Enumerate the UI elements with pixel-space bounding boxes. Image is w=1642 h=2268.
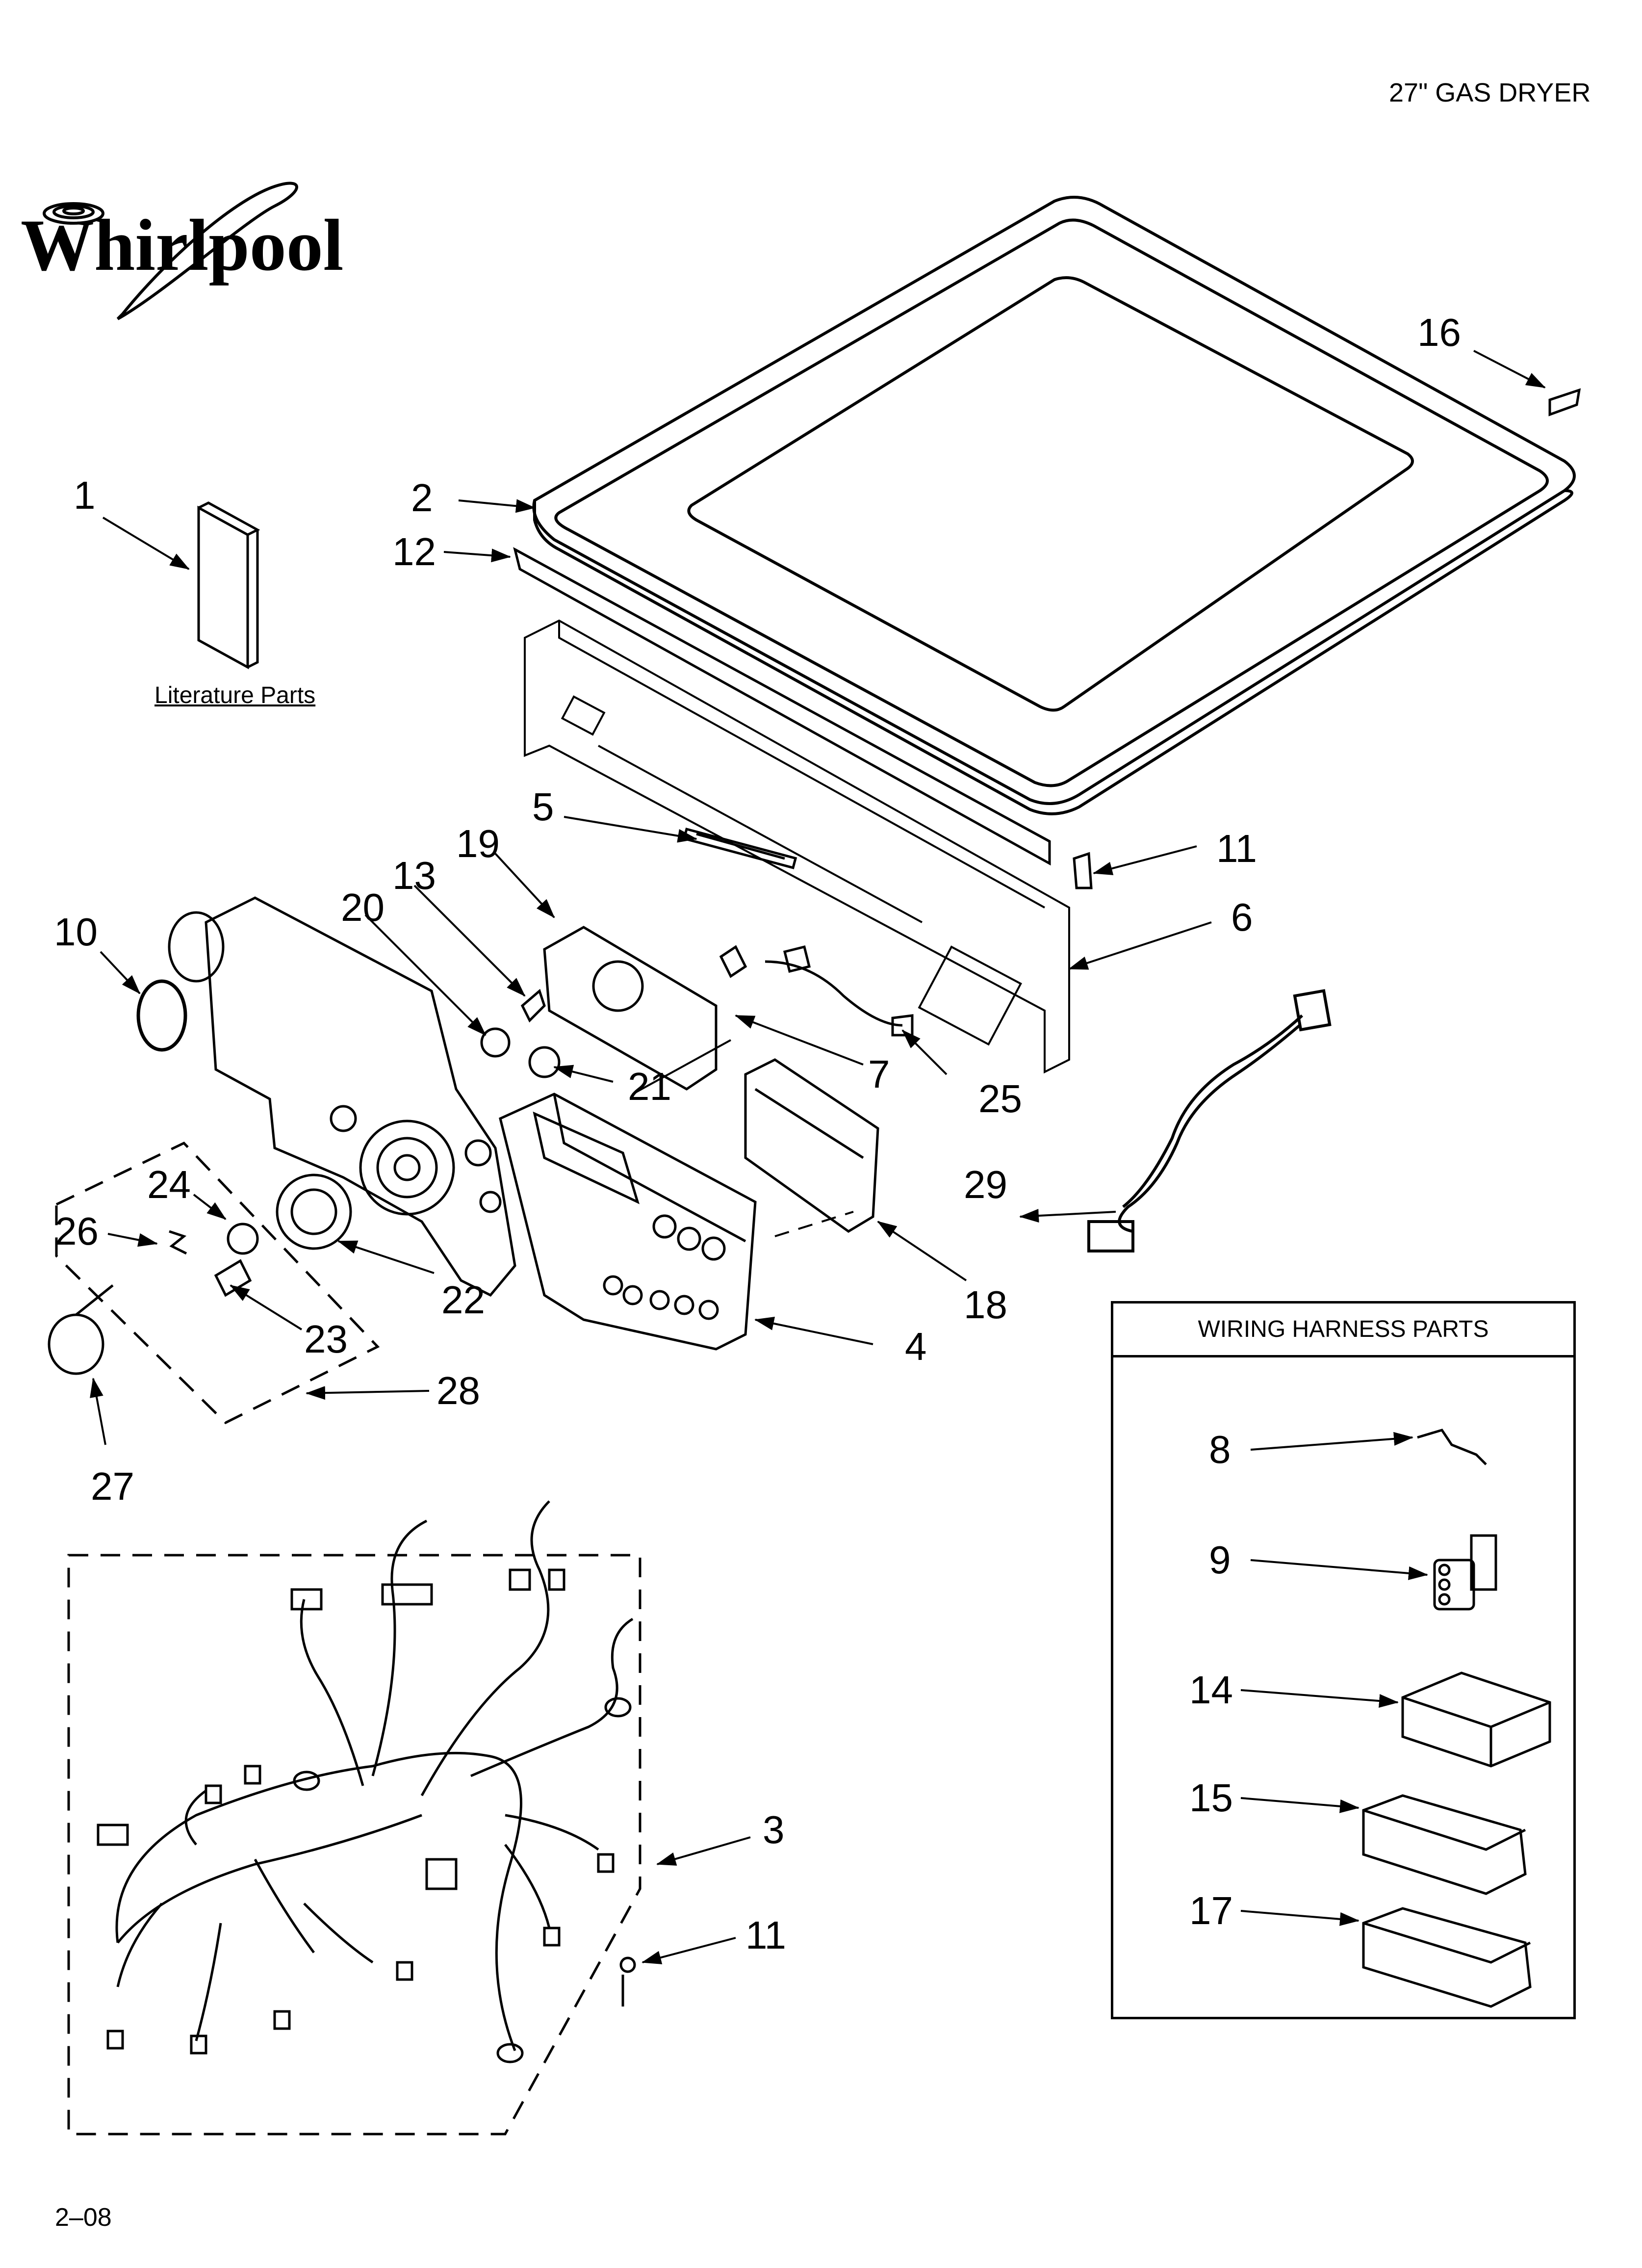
top-panel — [532, 196, 1576, 815]
callout-9: 9 — [1209, 1538, 1231, 1582]
literature-caption: Literature Parts — [154, 682, 316, 708]
callout-22: 22 — [441, 1278, 485, 1322]
callout-2: 2 — [411, 476, 433, 520]
wiring-harness-3 — [97, 1500, 636, 2063]
callout-11-top: 11 — [1216, 827, 1257, 870]
callout-7: 7 — [868, 1052, 890, 1096]
callout-11-bottom: 11 — [745, 1913, 787, 1957]
wiring-harness-box: WIRING HARNESS PARTS — [1111, 1301, 1576, 2019]
callout-13: 13 — [392, 854, 436, 897]
callout-19: 19 — [456, 822, 500, 865]
ring-part — [136, 979, 187, 1052]
callout-29: 29 — [964, 1163, 1007, 1206]
cable-harness-29 — [1087, 989, 1332, 1252]
callout-26: 26 — [55, 1209, 99, 1253]
board-connection-dashed — [774, 1211, 854, 1237]
whirlpool-logo — [43, 182, 298, 320]
console-frame — [524, 619, 1070, 1074]
callout-28: 28 — [436, 1369, 480, 1412]
callout-12: 12 — [392, 530, 436, 574]
footer-code: 2–08 — [55, 2203, 112, 2232]
product-title: 27" GAS DRYER — [1389, 78, 1591, 107]
callout-27: 27 — [91, 1464, 134, 1508]
callout-10: 10 — [54, 910, 98, 954]
connector-line — [632, 1039, 731, 1095]
small-parts — [48, 388, 1581, 1375]
callout-21: 21 — [628, 1065, 671, 1108]
control-board — [543, 926, 879, 1233]
literature-book — [197, 501, 260, 670]
callout-20: 20 — [341, 886, 385, 929]
callout-18: 18 — [964, 1283, 1007, 1327]
callout-4: 4 — [905, 1325, 927, 1368]
callout-1: 1 — [74, 473, 96, 517]
callout-15: 15 — [1189, 1776, 1233, 1820]
wiring-harness-box-title: WIRING HARNESS PARTS — [1113, 1303, 1573, 1357]
console-housing — [168, 896, 757, 1351]
leader-arrows — [90, 350, 1546, 1964]
callout-5: 5 — [532, 785, 554, 829]
knob-kit-dashed-outline — [55, 1141, 380, 1425]
brand-logo-text: Whirlpool — [21, 205, 344, 286]
callout-17: 17 — [1189, 1889, 1233, 1932]
callout-8: 8 — [1209, 1428, 1231, 1471]
seal-strip — [513, 547, 1051, 866]
callout-16: 16 — [1417, 311, 1461, 354]
callout-14: 14 — [1189, 1668, 1233, 1712]
callout-6: 6 — [1231, 895, 1253, 939]
callout-25: 25 — [978, 1077, 1022, 1121]
callout-23: 23 — [304, 1317, 348, 1361]
callout-3: 3 — [763, 1808, 785, 1851]
harness-part-sketches — [1362, 1429, 1551, 2008]
callout-24: 24 — [147, 1163, 191, 1206]
